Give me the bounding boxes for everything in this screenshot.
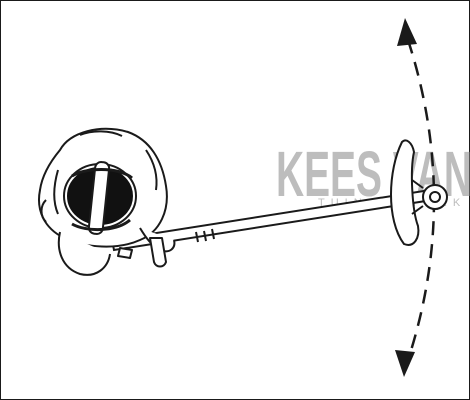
cutting-blade: [390, 139, 448, 246]
operator-figure: [38, 127, 176, 276]
arrow-up-icon: [397, 18, 417, 46]
arrow-down-icon: [395, 350, 415, 377]
